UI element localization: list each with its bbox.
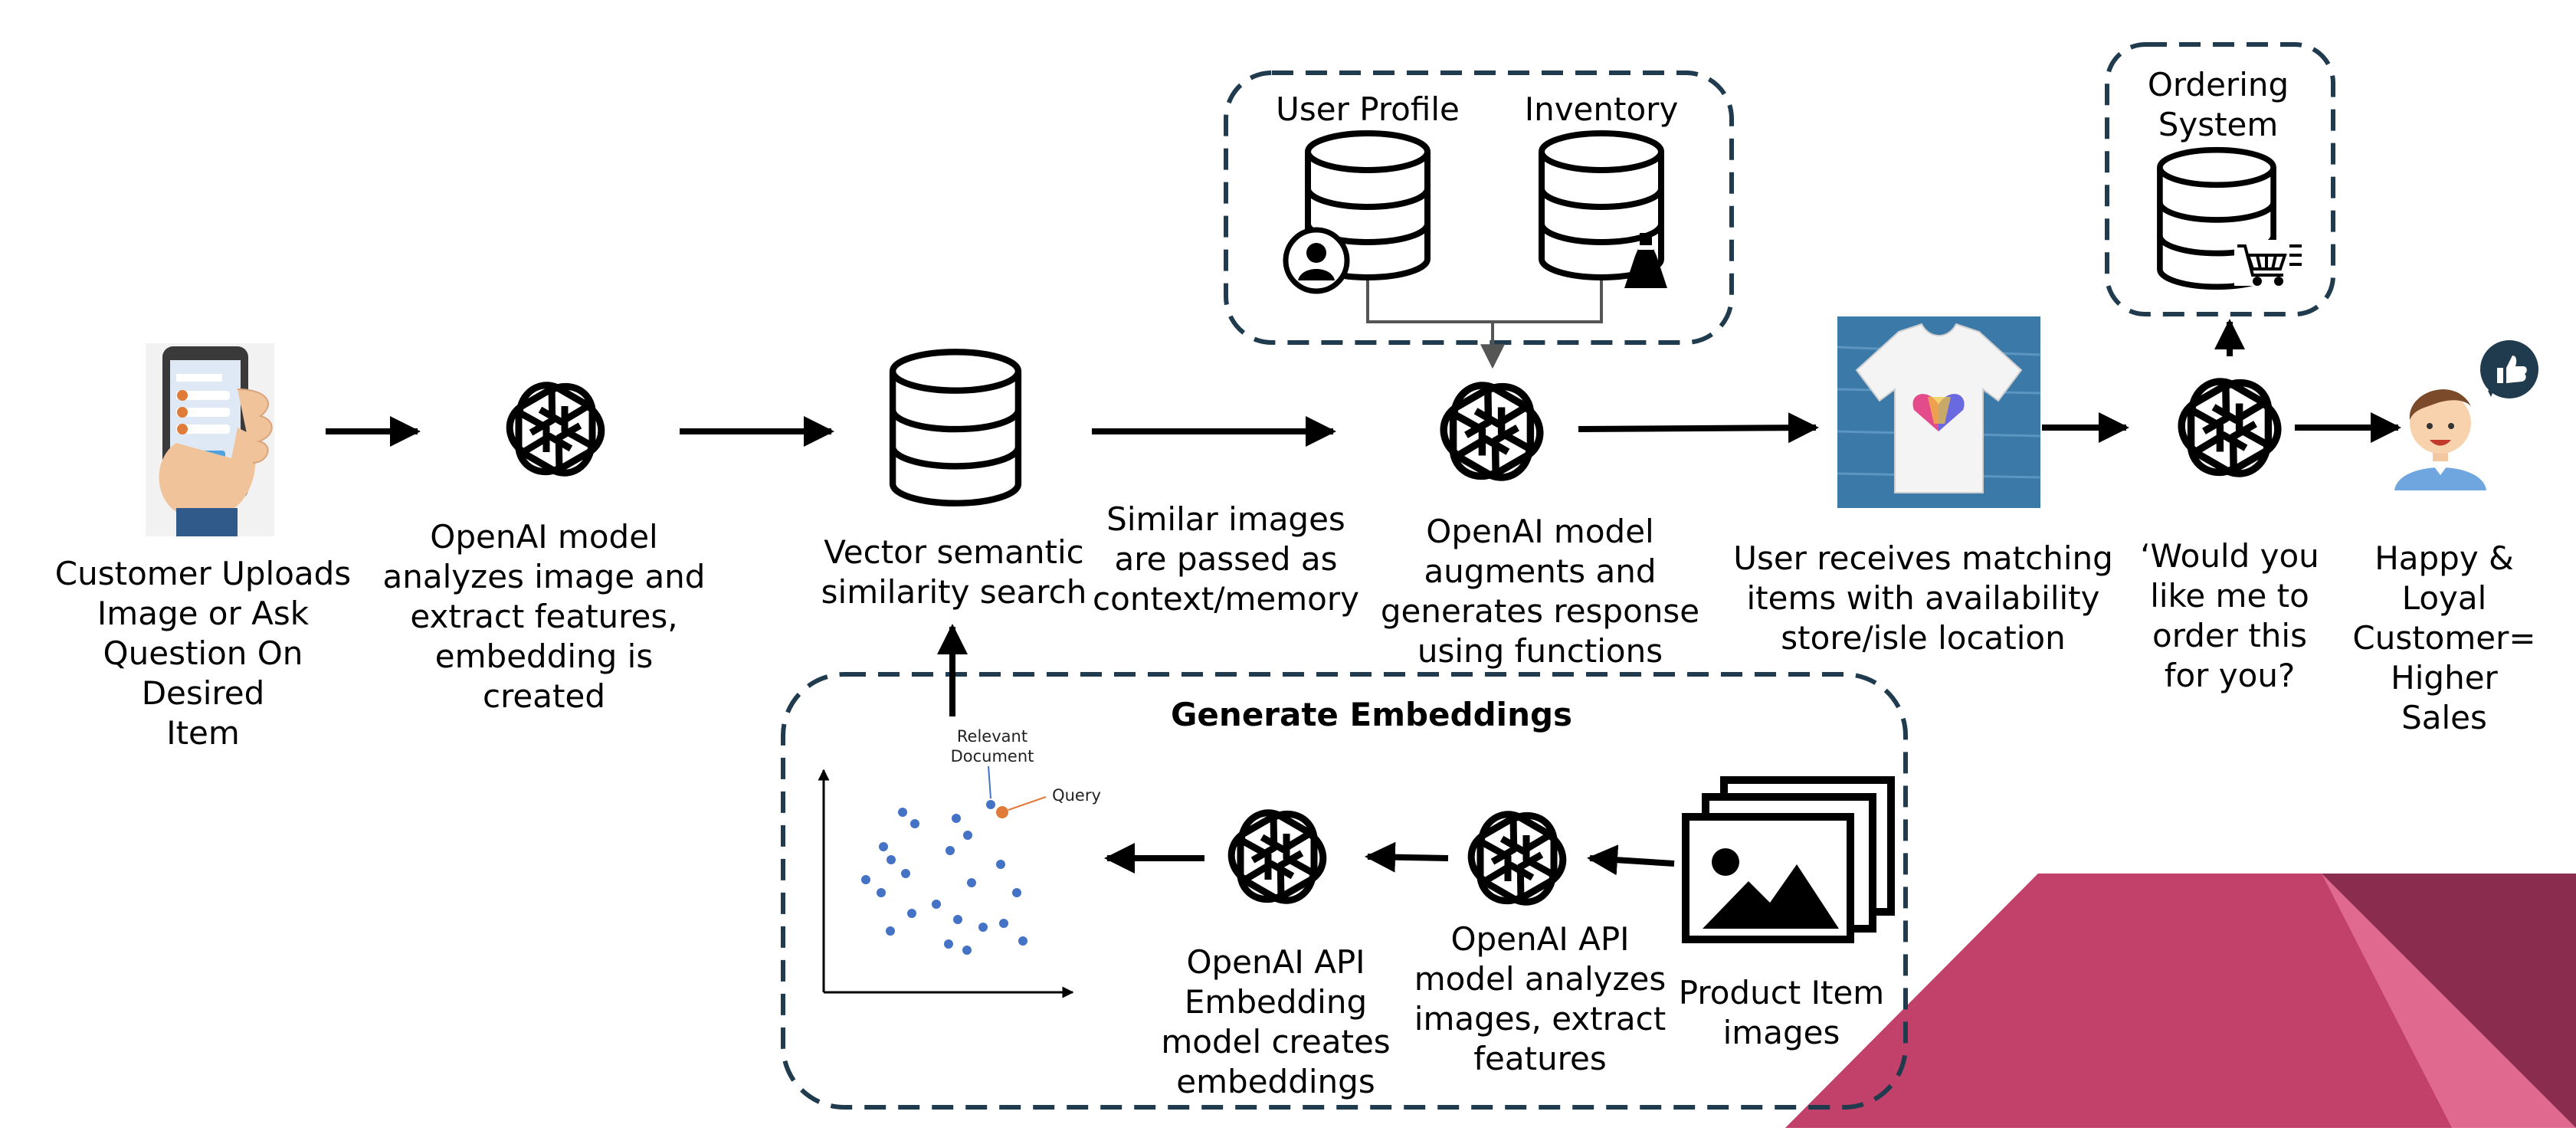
- corner-shape-light-2: [2322, 874, 2576, 1128]
- label-openai-analyze: OpenAI model analyzes image and extract …: [382, 518, 706, 715]
- dress-icon: [1624, 233, 1667, 288]
- user-icon: [1283, 227, 1350, 294]
- label-user-receives: User receives matching items with availa…: [1733, 539, 2113, 657]
- tshirt-photo-icon: [1837, 316, 2041, 508]
- phone-in-hand-icon: [146, 343, 274, 536]
- label-user-profile: User Profile: [1276, 90, 1460, 128]
- label-openai-augment: OpenAI model augments and generates resp…: [1380, 513, 1700, 670]
- openai-logo-icon: [1434, 375, 1550, 487]
- arrow-augment-to-receive: [1578, 412, 1819, 444]
- label-similar-images: Similar images are passed as context/mem…: [1093, 500, 1359, 618]
- label-query: Query: [1052, 786, 1101, 805]
- arrow-images-to-analyze: [1587, 844, 1675, 876]
- openai-logo-icon: [500, 376, 611, 483]
- generate-embeddings-box: [781, 672, 1908, 1110]
- openai-logo-icon: [1222, 804, 1332, 910]
- label-embedding-model: OpenAI API Embedding model creates embed…: [1161, 943, 1391, 1100]
- ordering-system-box: [2105, 42, 2335, 316]
- label-would-you: ‘Would you like me to order this for you…: [2140, 537, 2319, 694]
- shopping-cart-icon: [2234, 240, 2302, 286]
- corner-decoration: [1785, 874, 2576, 1128]
- label-happy-customer: Happy & Loyal Customer= Higher Sales: [2352, 539, 2536, 736]
- label-customer-upload: Customer Uploads Image or Ask Question O…: [54, 555, 352, 752]
- openai-logo-icon: [1462, 805, 1572, 912]
- data-sources-box: [1224, 70, 1734, 345]
- openai-logo-icon: [2171, 372, 2288, 484]
- arrow-analyze-to-embed: [1365, 841, 1449, 873]
- vector-database-icon: [893, 352, 1018, 503]
- label-generate-embeddings: Generate Embeddings: [1170, 696, 1573, 733]
- label-relevant-document: Relevant Document: [950, 727, 1034, 765]
- thumbs-up-icon: [2480, 340, 2538, 398]
- db-connector-lines: [1366, 276, 1603, 369]
- label-vector-search: Vector semantic similarity search: [821, 533, 1087, 611]
- label-product-images: Product Item images: [1678, 974, 1885, 1051]
- embedding-scatter-plot-icon: [818, 765, 1074, 998]
- image-stack-icon: [1682, 776, 1895, 943]
- happy-customer-icon: [2394, 389, 2486, 490]
- label-api-analyze: OpenAI API model analyzes images, extrac…: [1414, 920, 1667, 1077]
- label-ordering-system: Ordering System: [2147, 66, 2289, 143]
- label-inventory: Inventory: [1524, 90, 1679, 128]
